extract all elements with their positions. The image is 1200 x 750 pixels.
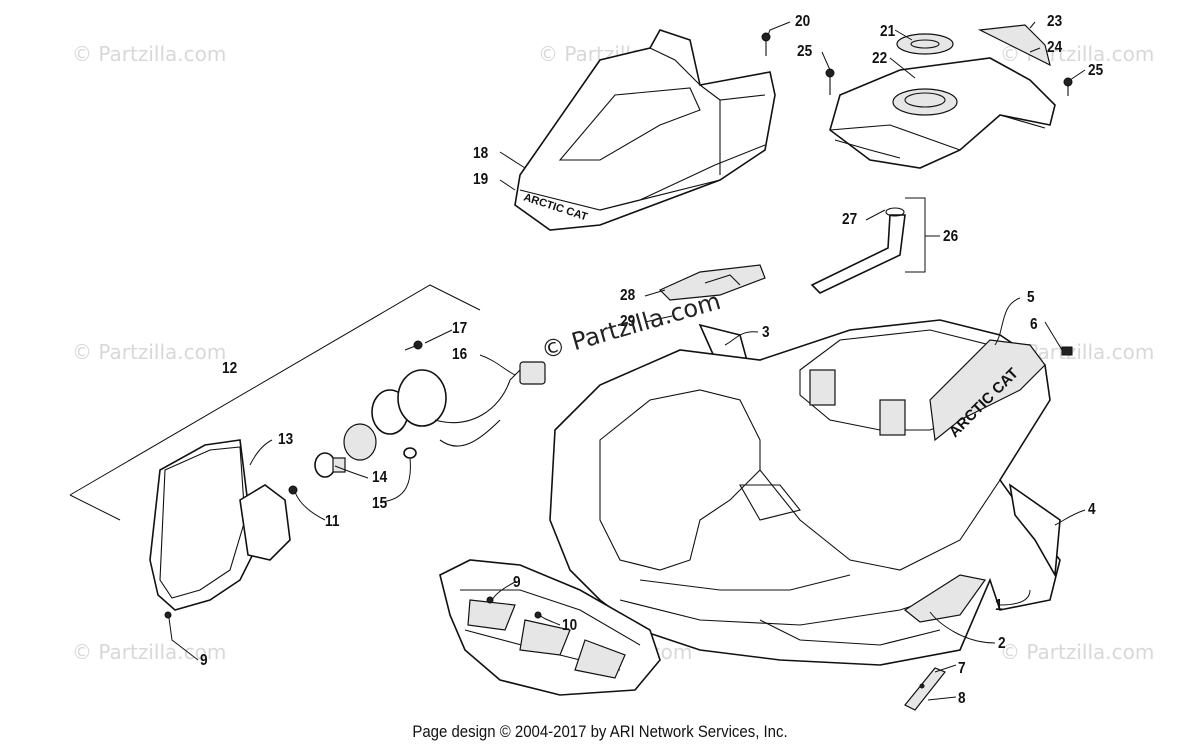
pad-part xyxy=(658,264,766,301)
decal-4-part xyxy=(1008,483,1061,578)
callout-14: 14 xyxy=(372,469,388,486)
tank-cover-part xyxy=(829,57,1056,169)
callout-20: 20 xyxy=(795,13,811,30)
callout-23: 23 xyxy=(1047,13,1063,30)
screw-20 xyxy=(761,32,771,56)
callout-25b: 25 xyxy=(1088,62,1104,79)
callout-29: 29 xyxy=(620,313,636,330)
callout-1: 1 xyxy=(995,597,1003,614)
fuel-cap-part xyxy=(896,33,954,55)
screw-17 xyxy=(404,340,423,351)
headlight-housing-part xyxy=(149,439,291,611)
callout-3: 3 xyxy=(762,324,770,341)
callout-4: 4 xyxy=(1088,501,1096,518)
bulb-14 xyxy=(314,452,346,478)
callout-8: 8 xyxy=(958,690,966,707)
callout-28: 28 xyxy=(620,287,636,304)
callout-2: 2 xyxy=(998,635,1006,652)
callout-19: 19 xyxy=(473,171,489,188)
callout-10: 10 xyxy=(562,617,578,634)
callout-25a: 25 xyxy=(797,43,813,60)
callout-21: 21 xyxy=(880,23,896,40)
bulb-15 xyxy=(403,447,417,459)
strap-part xyxy=(904,667,946,711)
callout-18: 18 xyxy=(473,145,489,162)
seat-cover-part: ARCTIC CAT xyxy=(514,29,776,231)
clip-6 xyxy=(1061,346,1073,356)
callout-11: 11 xyxy=(325,513,340,530)
callout-5: 5 xyxy=(1027,289,1035,306)
callout-24: 24 xyxy=(1047,39,1063,56)
light-socket-part xyxy=(343,361,546,461)
callout-6: 6 xyxy=(1030,316,1038,333)
callout-22: 22 xyxy=(872,50,888,67)
callout-13: 13 xyxy=(278,431,294,448)
vent-hose-part xyxy=(810,207,906,294)
callout-26: 26 xyxy=(943,228,959,245)
callout-9-headlight: 9 xyxy=(200,652,208,669)
decal-strip-part xyxy=(977,24,1051,67)
screw-9-grille xyxy=(486,596,542,619)
callout-27: 27 xyxy=(842,211,858,228)
leader-lines xyxy=(168,21,1086,701)
callout-15: 15 xyxy=(372,495,388,512)
callout-17: 17 xyxy=(452,320,468,337)
callout-7: 7 xyxy=(958,660,966,677)
screw-25a xyxy=(825,68,835,95)
lower-grille-part xyxy=(439,559,661,696)
decal-2-part xyxy=(903,574,987,623)
callout-9-grille: 9 xyxy=(513,574,521,591)
screw-9-headlight xyxy=(164,611,172,619)
callout-12: 12 xyxy=(222,360,238,377)
page-footer: Page design © 2004-2017 by ARI Network S… xyxy=(412,722,788,741)
callout-16: 16 xyxy=(452,346,468,363)
screw-25b xyxy=(1063,77,1073,96)
